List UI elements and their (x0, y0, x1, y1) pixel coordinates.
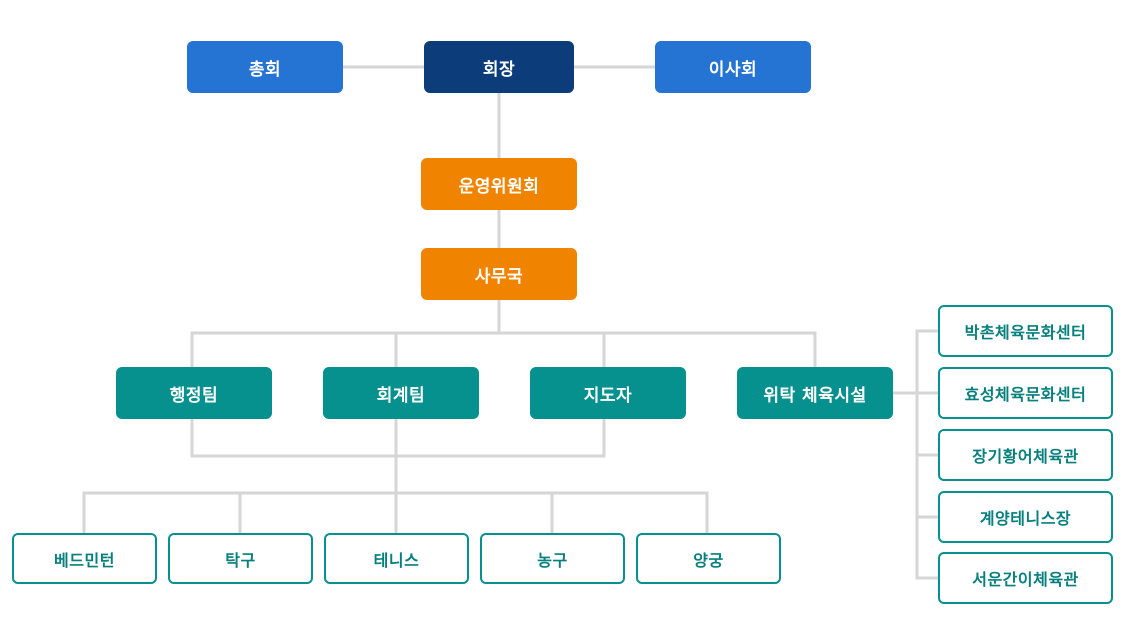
sport-box: 양궁 (636, 533, 781, 584)
sport-box: 테니스 (324, 533, 469, 584)
facility-box: 효성체육문화센터 (938, 367, 1113, 419)
facility-label: 박촌체육문화센터 (964, 323, 1087, 342)
facility-box: 서운간이체육관 (938, 552, 1113, 604)
accounting-team-label: 회계팀 (376, 385, 426, 406)
administration-team-label: 행정팀 (169, 385, 219, 406)
instructors-label: 지도자 (583, 385, 633, 406)
facility-label: 효성체육문화센터 (964, 385, 1087, 404)
facility-label: 서운간이체육관 (972, 570, 1079, 589)
president-box: 회장 (424, 41, 574, 93)
facility-label: 장기황어체육관 (972, 447, 1079, 466)
sport-label: 테니스 (373, 550, 420, 570)
facility-box: 장기황어체육관 (938, 429, 1113, 481)
president-label: 회장 (482, 59, 516, 80)
general-assembly-label: 총회 (248, 59, 282, 80)
secretariat-label: 사무국 (474, 266, 524, 287)
sport-label: 탁구 (225, 550, 256, 570)
facility-label: 계양테니스장 (979, 509, 1072, 528)
sport-box: 베드민턴 (12, 533, 157, 584)
sport-label: 농구 (537, 550, 568, 570)
accounting-team-box: 회계팀 (323, 367, 479, 419)
sport-label: 베드민턴 (54, 550, 115, 570)
administration-team-box: 행정팀 (116, 367, 272, 419)
board-of-directors-box: 이사회 (655, 41, 811, 93)
operating-committee-label: 운영위원회 (458, 176, 540, 197)
secretariat-box: 사무국 (421, 248, 577, 300)
facility-box: 계양테니스장 (938, 491, 1113, 543)
consigned-facilities-box: 위탁 체육시설 (737, 367, 893, 419)
sport-box: 농구 (480, 533, 625, 584)
instructors-box: 지도자 (530, 367, 686, 419)
sport-label: 양궁 (693, 550, 724, 570)
consigned-facilities-label: 위탁 체육시설 (763, 385, 867, 406)
operating-committee-box: 운영위원회 (421, 158, 577, 210)
board-of-directors-label: 이사회 (708, 59, 758, 80)
facility-box: 박촌체육문화센터 (938, 305, 1113, 357)
general-assembly-box: 총회 (187, 41, 343, 93)
sport-box: 탁구 (168, 533, 313, 584)
